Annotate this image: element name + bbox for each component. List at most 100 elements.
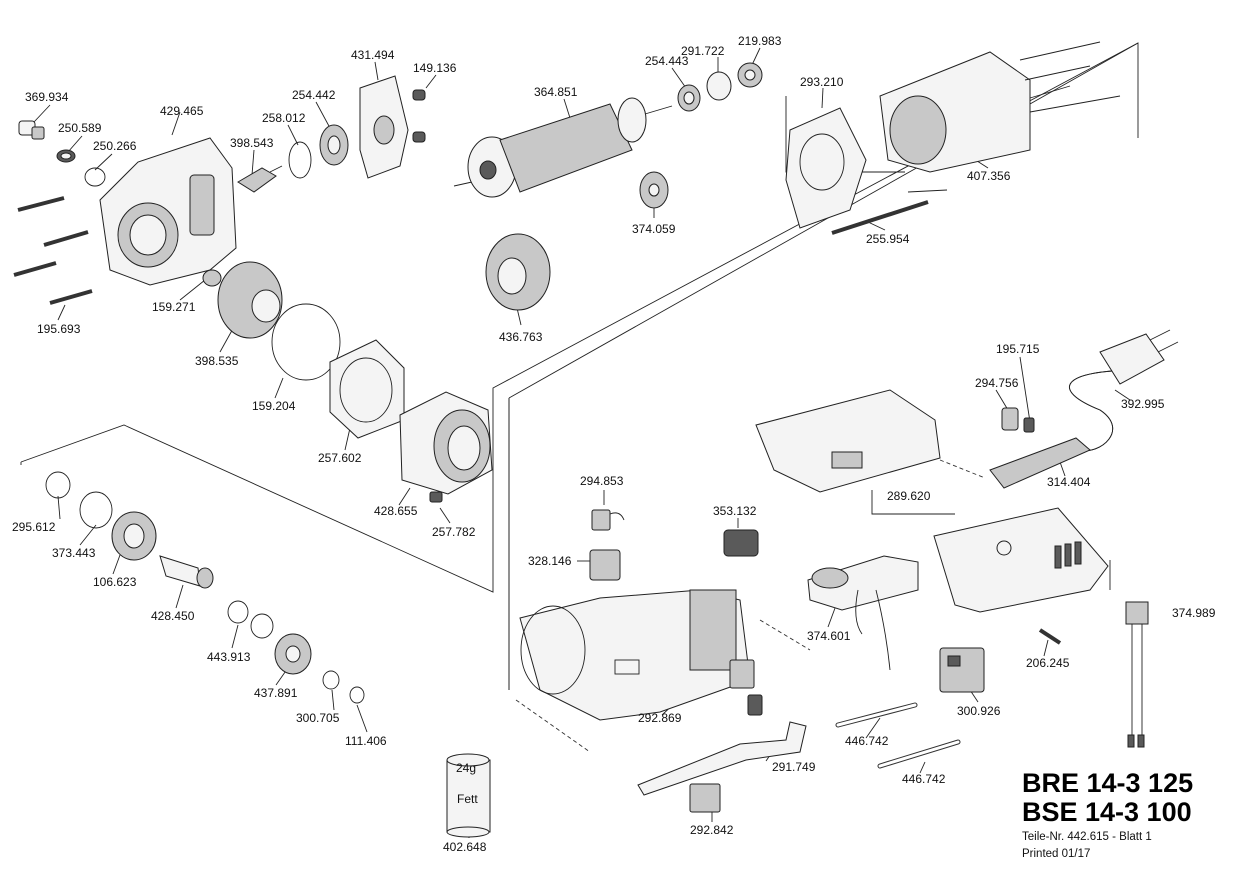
housing-clip-shape bbox=[729, 659, 755, 689]
part-label-292842: 292.842 bbox=[690, 823, 734, 837]
handle-vents bbox=[996, 540, 1082, 569]
part-label-219983: 219.983 bbox=[738, 34, 782, 48]
part-292869-shape bbox=[519, 589, 751, 721]
part-106623-shape bbox=[111, 511, 157, 561]
part-437891-washer-shape bbox=[250, 613, 274, 639]
part-label-293210: 293.210 bbox=[800, 75, 844, 89]
part-label-254443: 254.443 bbox=[645, 54, 689, 68]
part-392995-shape bbox=[1069, 329, 1179, 452]
part-159271-shape bbox=[202, 269, 222, 287]
part-label-443913: 443.913 bbox=[207, 650, 251, 664]
part-label-295612: 295.612 bbox=[12, 520, 56, 534]
part-label-392995: 392.995 bbox=[1121, 397, 1165, 411]
part-219983-shape bbox=[737, 62, 763, 88]
part-label-294756: 294.756 bbox=[975, 376, 1019, 390]
part-label-291749: 291.749 bbox=[772, 760, 816, 774]
grease-container bbox=[446, 753, 491, 838]
part-label-106623: 106.623 bbox=[93, 575, 137, 589]
handle-lower-shape bbox=[933, 507, 1109, 613]
part-label-437891: 437.891 bbox=[254, 686, 298, 700]
part-label-398535: 398.535 bbox=[195, 354, 239, 368]
part-label-373443: 373.443 bbox=[52, 546, 96, 560]
part-295612-shape bbox=[45, 471, 71, 499]
part-293210-shape bbox=[785, 107, 867, 229]
part-label-328146: 328.146 bbox=[528, 554, 572, 568]
part-label-294853: 294.853 bbox=[580, 474, 624, 488]
part-label-314404: 314.404 bbox=[1047, 475, 1091, 489]
part-436763-shape bbox=[485, 233, 551, 311]
model-title-1: BRE 14-3 125 bbox=[1022, 768, 1194, 798]
part-label-446742a: 446.742 bbox=[845, 734, 889, 748]
part-number-labels: 369.934 250.589 250.266 429.465 398.543 … bbox=[12, 34, 1216, 854]
part-292842-shape bbox=[689, 783, 721, 813]
part-428450-shape bbox=[159, 555, 214, 589]
part-label-428450: 428.450 bbox=[151, 609, 195, 623]
part-label-255954: 255.954 bbox=[866, 232, 910, 246]
part-label-398543: 398.543 bbox=[230, 136, 274, 150]
part-195715-shape bbox=[1023, 417, 1035, 433]
part-label-374989: 374.989 bbox=[1172, 606, 1216, 620]
part-label-257602: 257.602 bbox=[318, 451, 362, 465]
part-label-254442: 254.442 bbox=[292, 88, 336, 102]
part-label-407356: 407.356 bbox=[967, 169, 1011, 183]
part-300705-shape bbox=[322, 670, 340, 690]
grease-weight-label: 24g bbox=[456, 761, 476, 775]
part-373443-shape bbox=[79, 491, 113, 529]
part-257782-shape bbox=[429, 491, 443, 503]
part-label-369934: 369.934 bbox=[25, 90, 69, 104]
part-label-291722: 291.722 bbox=[681, 44, 725, 58]
part-255954-shape bbox=[831, 200, 929, 235]
part-254442-shape bbox=[319, 124, 349, 166]
part-258012-shape bbox=[288, 141, 312, 179]
part-label-195693: 195.693 bbox=[37, 322, 81, 336]
printed-date: Printed 01/17 bbox=[1022, 848, 1091, 860]
part-353132-shape bbox=[723, 529, 759, 557]
part-label-300705: 300.705 bbox=[296, 711, 340, 725]
part-label-111406: 111.406 bbox=[345, 734, 387, 748]
housing-clip-small-shape bbox=[747, 694, 763, 716]
part-294756-shape bbox=[1001, 407, 1019, 431]
part-149136-shape bbox=[412, 89, 426, 143]
part-label-364851: 364.851 bbox=[534, 85, 578, 99]
part-289620-shape bbox=[755, 389, 941, 493]
part-label-206245: 206.245 bbox=[1026, 656, 1070, 670]
part-291749-shape bbox=[637, 721, 807, 796]
part-206245-shape bbox=[1038, 628, 1062, 645]
part-label-289620: 289.620 bbox=[887, 489, 931, 503]
part-label-159204: 159.204 bbox=[252, 399, 296, 413]
part-label-149136: 149.136 bbox=[413, 61, 457, 75]
part-label-374601: 374.601 bbox=[807, 629, 851, 643]
part-label-431494: 431.494 bbox=[351, 48, 395, 62]
part-drawings bbox=[13, 41, 1179, 838]
part-label-159271: 159.271 bbox=[152, 300, 196, 314]
part-429465-shape bbox=[99, 137, 237, 286]
part-364851-shape bbox=[467, 97, 673, 198]
part-label-258012: 258.012 bbox=[262, 111, 306, 125]
part-label-195715: 195.715 bbox=[996, 342, 1040, 356]
part-label-300926: 300.926 bbox=[957, 704, 1001, 718]
part-159204-shape bbox=[271, 303, 341, 381]
part-446742a-shape-inner bbox=[836, 703, 917, 727]
part-254443-shape bbox=[677, 84, 701, 112]
part-257602-shape bbox=[329, 339, 405, 439]
part-label-428655: 428.655 bbox=[374, 504, 418, 518]
part-407356-shape bbox=[879, 41, 1121, 173]
part-446742b-shape-inner bbox=[878, 740, 960, 768]
part-443913-shape bbox=[227, 600, 249, 624]
part-label-292869: 292.869 bbox=[638, 711, 682, 725]
part-label-250266: 250.266 bbox=[93, 139, 137, 153]
part-label-402648: 402.648 bbox=[443, 840, 487, 854]
grease-name-label: Fett bbox=[457, 792, 478, 806]
model-title-2: BSE 14-3 100 bbox=[1022, 797, 1192, 827]
part-374601-shape bbox=[807, 555, 919, 671]
part-label-446742b: 446.742 bbox=[902, 772, 946, 786]
part-431494-shape bbox=[359, 75, 409, 179]
assembly-frames bbox=[20, 42, 1139, 690]
part-label-436763: 436.763 bbox=[499, 330, 543, 344]
part-label-257782: 257.782 bbox=[432, 525, 476, 539]
part-number-line: Teile-Nr. 442.615 - Blatt 1 bbox=[1022, 831, 1152, 843]
part-250589-shape bbox=[56, 149, 76, 163]
part-398535-shape bbox=[217, 261, 283, 339]
part-label-429465: 429.465 bbox=[160, 104, 204, 118]
